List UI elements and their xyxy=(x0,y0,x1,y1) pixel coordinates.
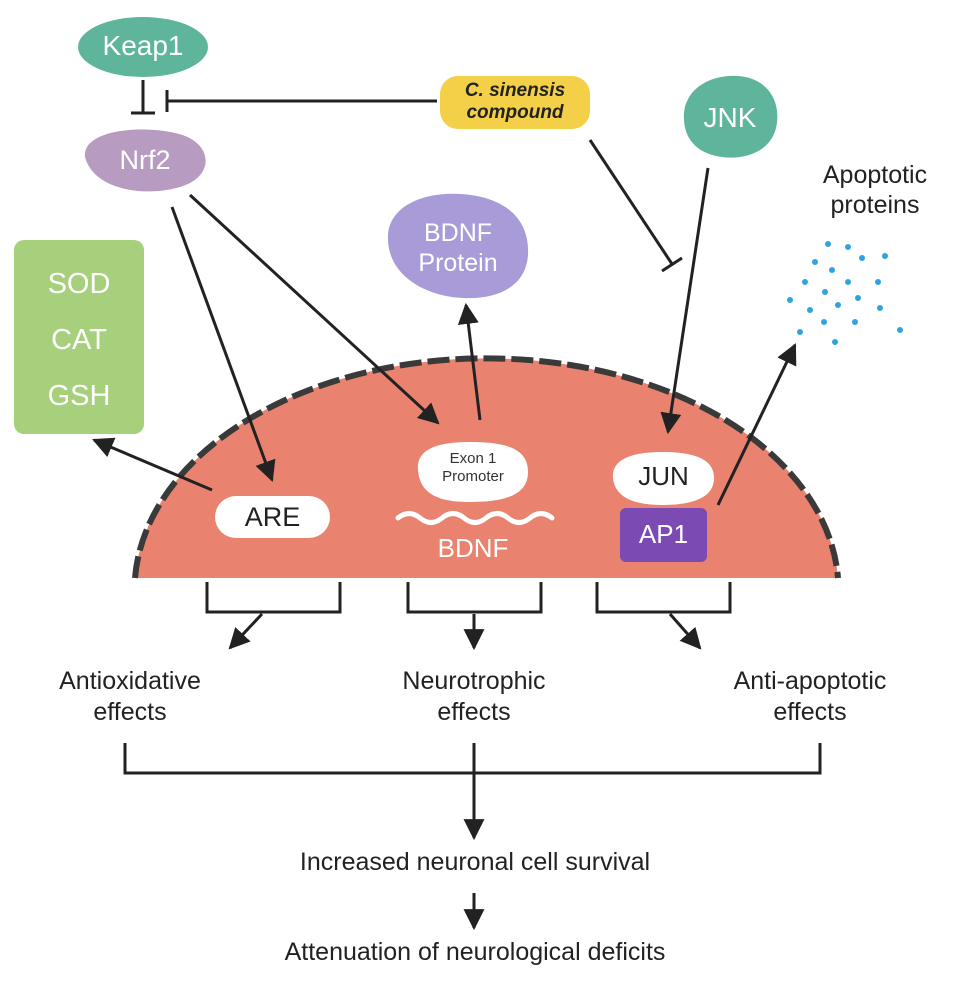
antioxidative-line2: effects xyxy=(93,698,167,726)
apoptotic-dot xyxy=(859,255,865,261)
enzymes-label: SOD CAT GSH xyxy=(14,256,144,424)
compound-label: C. sinensis compound xyxy=(440,80,590,124)
bdnf-protein-node xyxy=(387,193,529,299)
enzyme-gsh: GSH xyxy=(47,380,111,412)
antiapoptotic-bracket xyxy=(595,582,732,614)
apoptotic-dot xyxy=(812,259,818,265)
bdnf-gene-wave xyxy=(395,511,555,525)
neurotrophic-effects-label: Neurotrophic effects xyxy=(354,666,594,728)
nrf2-node xyxy=(84,129,206,192)
ap1-node xyxy=(620,508,707,562)
apoptotic-dot xyxy=(845,244,851,250)
promoter-label-line2: Promoter xyxy=(442,468,504,485)
apoptotic-dot xyxy=(852,319,858,325)
are-node xyxy=(215,496,330,538)
compound-label-line1: C. sinensis xyxy=(464,80,566,101)
nuclear-membrane xyxy=(132,355,841,579)
jun-node xyxy=(612,452,714,505)
apoptotic-proteins-line2: proteins xyxy=(830,191,920,219)
compound-label-line2: compound xyxy=(466,102,564,123)
are-label: ARE xyxy=(244,502,301,532)
apoptotic-proteins-label: Apoptotic proteins xyxy=(800,160,950,220)
apoptotic-dot xyxy=(845,279,851,285)
apoptotic-dot xyxy=(875,279,881,285)
apoptotic-dot xyxy=(787,297,793,303)
keap1-node xyxy=(78,17,208,77)
apoptotic-dot xyxy=(802,279,808,285)
compound-inhibits-jnk-bar xyxy=(661,256,683,273)
jnk-to-jun-arrow xyxy=(660,167,710,435)
apoptotic-dot xyxy=(897,327,903,333)
neurotrophic-line1: Neurotrophic xyxy=(402,667,546,695)
apoptotic-dot xyxy=(797,329,803,335)
antioxidative-bracket-arrow xyxy=(228,612,264,650)
survival-outcome-label: Increased neuronal cell survival xyxy=(299,848,651,876)
antioxidant-enzymes-box xyxy=(14,240,144,434)
apoptotic-dot xyxy=(822,289,828,295)
compound-inhibits-jnk-line xyxy=(588,139,674,265)
bdnf-protein-label: BDNF Protein xyxy=(388,218,528,278)
compound-node xyxy=(440,76,590,129)
antiapoptotic-line1: Anti-apoptotic xyxy=(733,667,887,695)
ap1-label: AP1 xyxy=(638,519,689,549)
apoptotic-dot xyxy=(882,253,888,259)
promoter-to-bdnf-protein-arrow xyxy=(457,302,482,421)
apoptotic-dot xyxy=(807,307,813,313)
antiapoptotic-effects-label: Anti-apoptotic effects xyxy=(680,666,940,728)
antioxidative-line1: Antioxidative xyxy=(59,667,201,695)
antioxidative-effects-label: Antioxidative effects xyxy=(10,666,250,728)
bdnf-protein-label-line1: BDNF xyxy=(423,219,493,247)
enzyme-cat: CAT xyxy=(51,324,107,356)
apoptotic-protein-dots xyxy=(787,241,903,345)
antiapoptotic-bracket-arrow xyxy=(668,613,702,650)
apoptotic-dot xyxy=(829,267,835,273)
apoptotic-dot xyxy=(825,241,831,247)
apoptotic-dot xyxy=(821,319,827,325)
nrf2-to-promoter-arrow xyxy=(188,193,440,425)
are-to-enzymes-arrow xyxy=(92,437,213,492)
promoter-label-line1: Exon 1 xyxy=(449,450,497,467)
nrf2-label: Nrf2 xyxy=(119,145,171,175)
apoptotic-dot xyxy=(877,305,883,311)
jnk-label: JNK xyxy=(703,102,757,133)
attenuation-outcome-label: Attenuation of neurological deficits xyxy=(284,938,666,966)
keap1-label: Keap1 xyxy=(102,30,184,61)
promoter-label: Exon 1 Promoter xyxy=(418,450,528,486)
jun-label: JUN xyxy=(638,461,689,491)
exon1-promoter-node xyxy=(417,442,528,502)
neurotrophic-line2: effects xyxy=(437,698,511,726)
apoptotic-dot xyxy=(855,295,861,301)
neurotrophic-bracket xyxy=(406,582,543,614)
ap1-to-apoptotic-arrow xyxy=(716,343,797,506)
antiapoptotic-line2: effects xyxy=(773,698,847,726)
apoptotic-dot xyxy=(832,339,838,345)
jnk-node xyxy=(683,75,778,158)
apoptotic-proteins-line1: Apoptotic xyxy=(822,161,928,189)
antioxidative-bracket xyxy=(205,582,342,614)
bdnf-protein-label-line2: Protein xyxy=(418,249,498,277)
nrf2-to-are-arrow xyxy=(170,206,276,482)
apoptotic-dot xyxy=(835,302,841,308)
bdnf-gene-label: BDNF xyxy=(437,533,509,563)
enzyme-sod: SOD xyxy=(47,268,111,300)
